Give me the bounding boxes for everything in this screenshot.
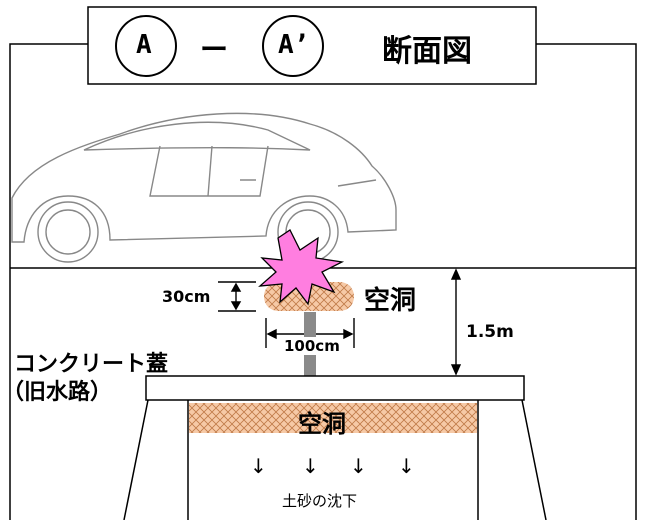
title-dash: ー (200, 33, 229, 66)
lower-cavity (189, 403, 477, 433)
concrete-cover-label: コンクリート蓋 (14, 352, 169, 377)
cavity-width-label: 100cm (284, 337, 340, 355)
settlement-arrow-1: ↓ (250, 454, 267, 478)
upper-cavity-label: 空洞 (364, 286, 417, 316)
point-a-circle (115, 15, 177, 77)
settlement-arrow-4: ↓ (398, 454, 415, 478)
diagram-title: 断面図 (382, 34, 472, 69)
depth-label: 1.5m (466, 322, 514, 342)
settlement-arrow-3: ↓ (350, 454, 367, 478)
point-a-prime-circle (262, 15, 324, 77)
settlement-arrow-2: ↓ (302, 454, 319, 478)
lower-cavity-label: 空洞 (298, 410, 346, 438)
point-a-label: A (136, 30, 152, 60)
impact-burst (258, 229, 345, 306)
depth-dimension-marker (450, 268, 462, 376)
concrete-cover-slab (145, 375, 525, 401)
old-channel-label: （旧水路） (2, 380, 113, 405)
outer-frame (9, 43, 637, 520)
settlement-label: 土砂の沈下 (282, 492, 358, 510)
height-dimension-marker (218, 281, 256, 312)
channel-walls (123, 399, 547, 520)
point-a-prime-label: A’ (278, 30, 310, 60)
car-outline (11, 112, 397, 263)
cavity-height-label: 30cm (162, 287, 211, 306)
